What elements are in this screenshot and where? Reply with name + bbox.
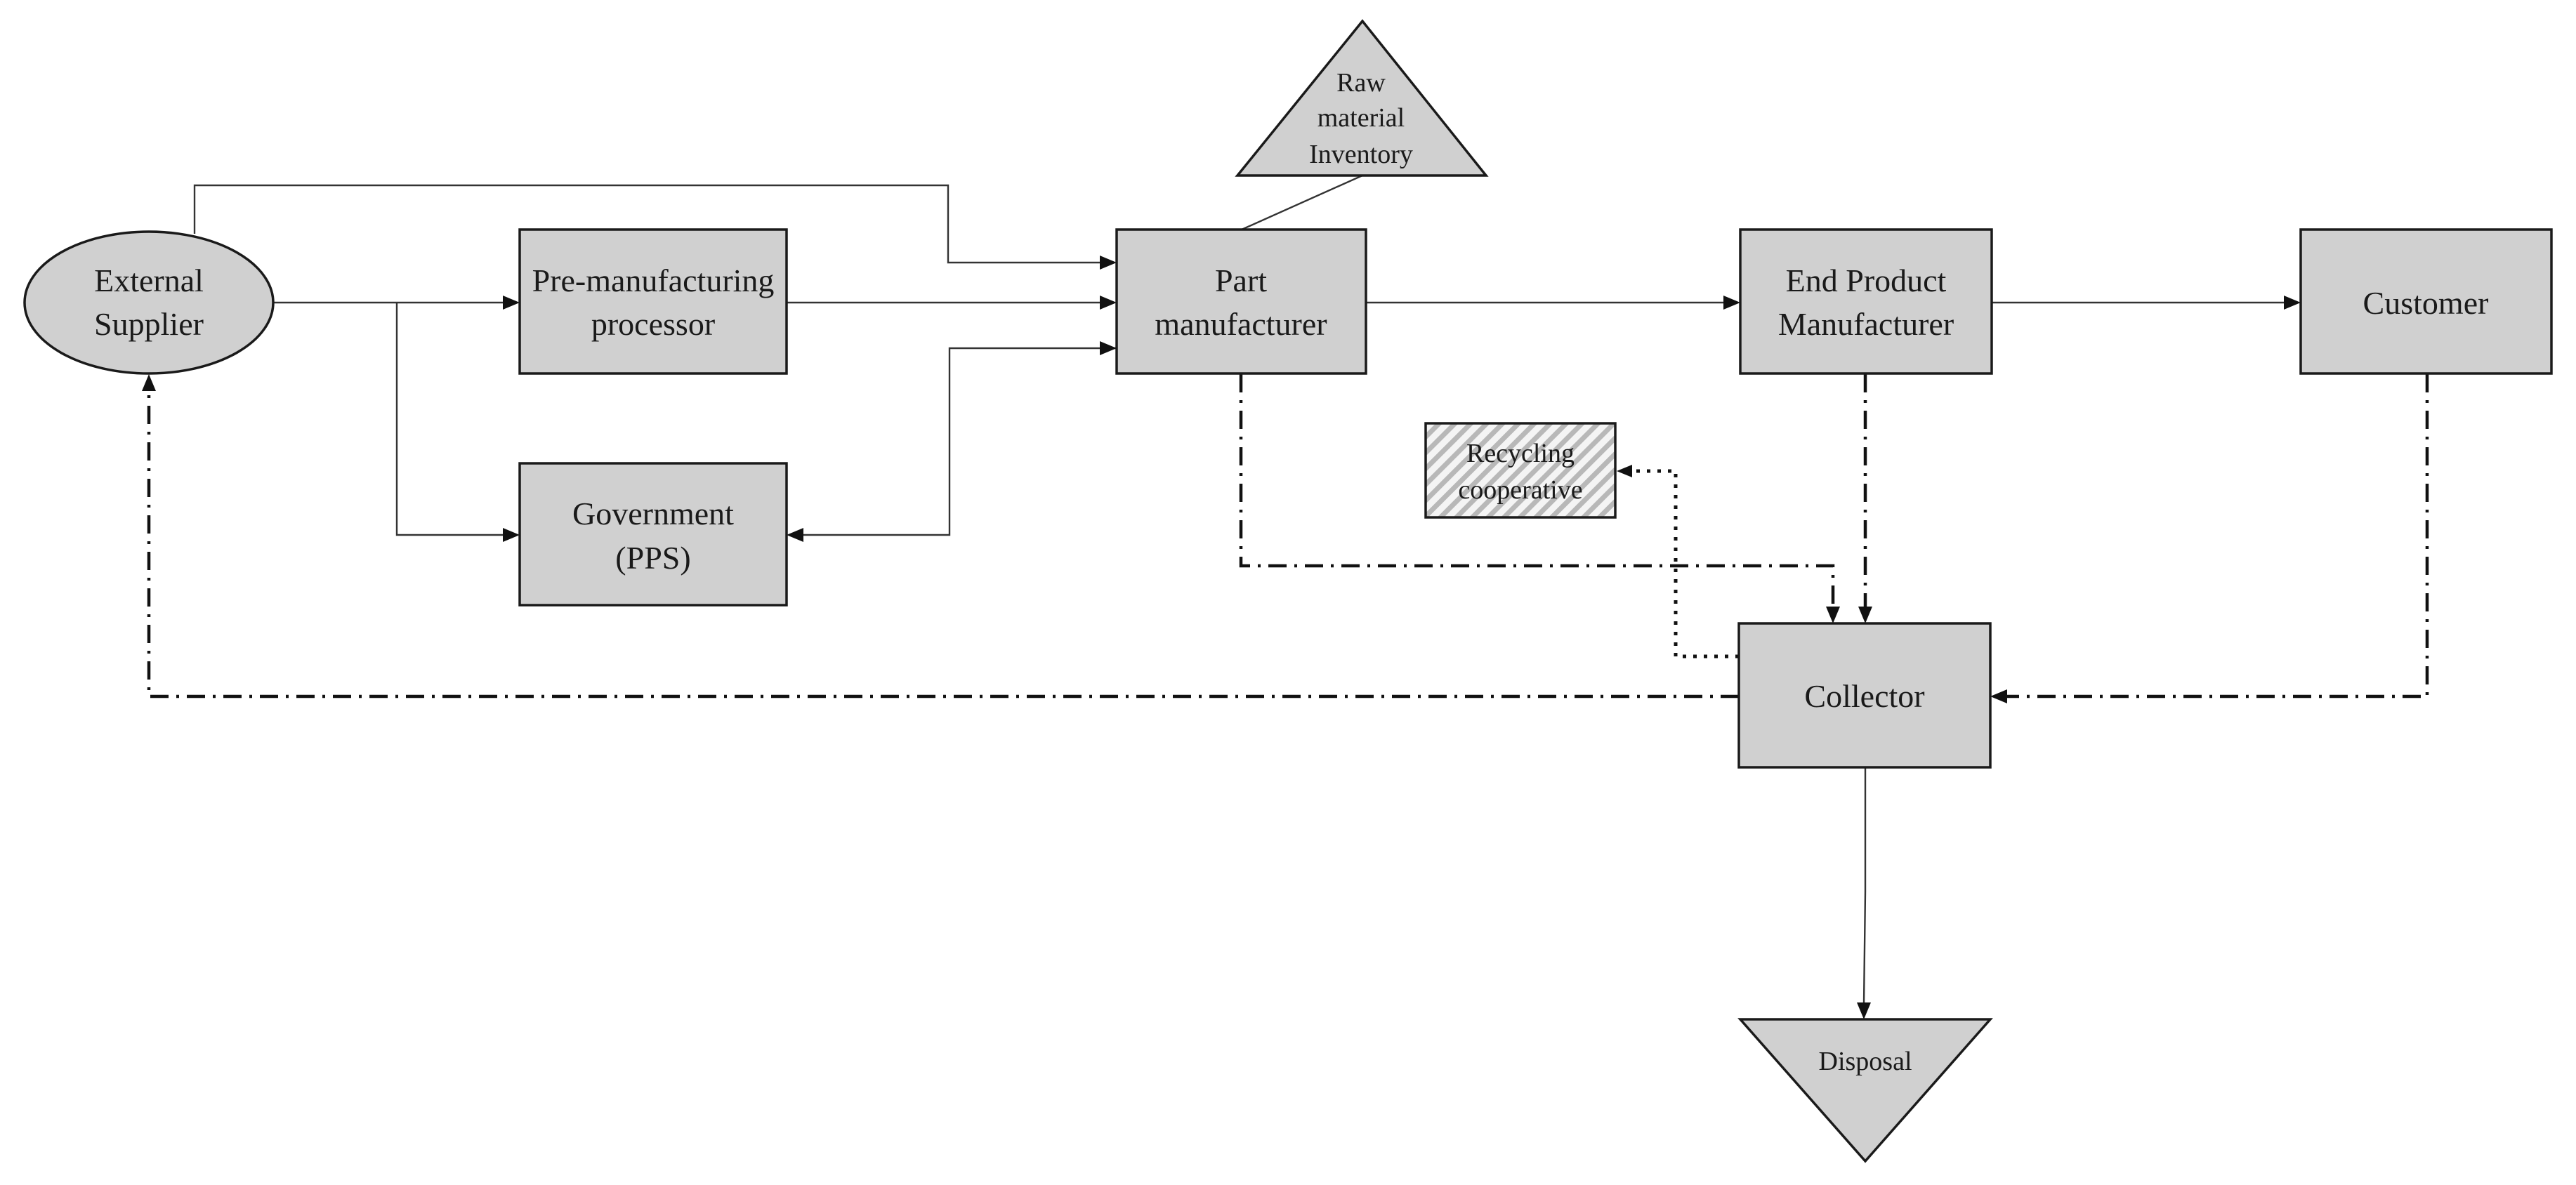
external-supplier-label-line1: External (94, 263, 204, 298)
svg-text:Disposal: Disposal (1819, 1047, 1912, 1076)
arrowhead-disposal (1857, 1002, 1871, 1019)
svg-text:Customer: Customer (2363, 285, 2489, 321)
svg-text:manufacturer: manufacturer (1155, 306, 1327, 342)
arrowhead-part-middle (1100, 296, 1117, 310)
svg-text:External: External (94, 263, 204, 298)
svg-text:Raw: Raw (1336, 68, 1386, 98)
raw-material-label-line2: material (1317, 103, 1405, 133)
arrowhead-collector-center (1858, 607, 1872, 623)
connector-collector-to-disposal (1862, 768, 1867, 1005)
svg-text:Government: Government (572, 496, 734, 531)
recycling-cooperative-node: Recycling cooperative (1424, 422, 1617, 519)
svg-text:Inventory: Inventory (1309, 140, 1413, 169)
customer-node: Customer (2299, 228, 2553, 375)
arrowhead-end-product (1723, 296, 1740, 310)
arrowhead-recycling (1617, 465, 1632, 477)
svg-text:Pre-manufacturing: Pre-manufacturing (532, 263, 775, 298)
svg-text:(PPS): (PPS) (615, 540, 690, 576)
arrowhead-government (503, 528, 520, 542)
pre-manufacturing-label-line1: Pre-manufacturing (532, 263, 775, 298)
arrowhead-part-top (1100, 256, 1117, 270)
return-customer-to-collector (2007, 374, 2429, 699)
collector-node: Collector (1737, 622, 1992, 769)
pre-manufacturing-label-line2: processor (591, 306, 715, 342)
disposal-node: Disposal (1737, 1018, 1993, 1163)
government-label-line1: Government (572, 496, 734, 531)
forward-flow-connectors (193, 174, 2301, 1019)
arrowhead-collector-left (1826, 607, 1840, 623)
raw-material-label-line3: Inventory (1309, 140, 1413, 169)
pre-manufacturing-processor-node: Pre-manufacturing processor (518, 228, 788, 375)
arrowhead-collector-right (1990, 689, 2007, 703)
raw-material-inventory-node: Raw material Inventory (1235, 19, 1489, 177)
recycling-label-line1: Recycling (1466, 439, 1575, 468)
svg-text:processor: processor (591, 306, 715, 342)
arrowhead-government-return (787, 528, 803, 542)
external-supplier-node: External Supplier (23, 230, 275, 375)
svg-text:material: material (1317, 103, 1405, 133)
government-label-line2: (PPS) (615, 540, 690, 576)
customer-label: Customer (2363, 285, 2489, 321)
end-product-label-line2: Manufacturer (1778, 306, 1954, 342)
connector-supplier-to-government (395, 303, 504, 536)
svg-text:Part: Part (1215, 263, 1267, 298)
arrowhead-supplier (142, 374, 156, 391)
part-manufacturer-node: Part manufacturer (1115, 228, 1367, 375)
reverse-flow-connectors (142, 374, 2429, 703)
arrowhead-customer (2284, 296, 2301, 310)
external-supplier-label-line2: Supplier (94, 306, 204, 342)
government-pps-node: Government (PPS) (518, 462, 788, 607)
return-collector-to-supplier (147, 392, 1739, 699)
return-part-to-collector (1239, 374, 1835, 607)
raw-material-label-line1: Raw (1336, 68, 1386, 98)
svg-text:Manufacturer: Manufacturer (1778, 306, 1954, 342)
collector-label: Collector (1804, 678, 1924, 714)
arrowhead-part-bottom (1100, 341, 1117, 355)
return-collector-to-recycling (1631, 469, 1739, 658)
part-manufacturer-label-line2: manufacturer (1155, 306, 1327, 342)
connector-raw-material-to-part (1241, 174, 1363, 231)
svg-text:Supplier: Supplier (94, 306, 204, 342)
svg-text:Recycling: Recycling (1466, 439, 1575, 468)
connector-part-government-link (802, 347, 1117, 536)
disposal-label: Disposal (1819, 1047, 1912, 1076)
arrowhead-premanufacturing (503, 296, 520, 310)
recycling-label-line2: cooperative (1458, 475, 1582, 505)
end-product-manufacturer-node: End Product Manufacturer (1739, 228, 1993, 375)
svg-text:Collector: Collector (1804, 678, 1924, 714)
connector-supplier-to-part-top (193, 184, 1101, 264)
svg-text:cooperative: cooperative (1458, 475, 1582, 505)
end-product-label-line1: End Product (1786, 263, 1947, 298)
part-manufacturer-label-line1: Part (1215, 263, 1267, 298)
svg-text:End Product: End Product (1786, 263, 1947, 298)
